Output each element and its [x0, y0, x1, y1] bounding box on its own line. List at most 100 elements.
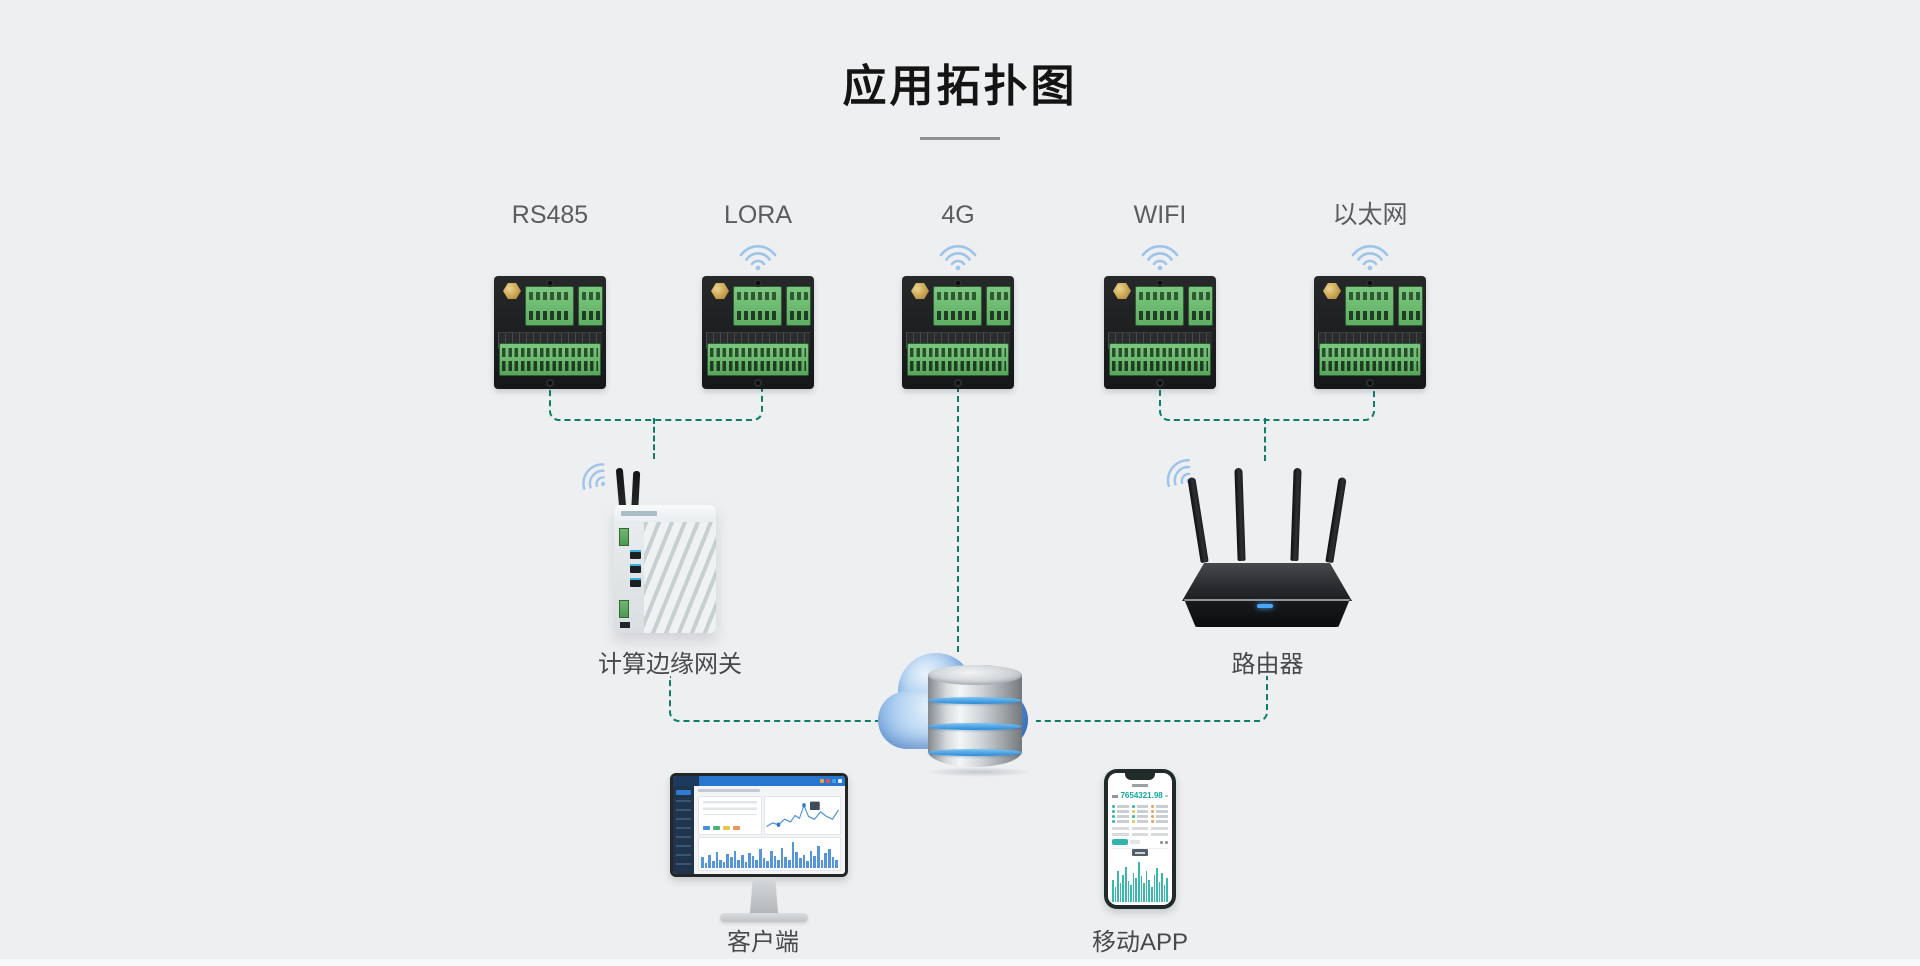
stats-row [1108, 825, 1172, 831]
terminal-block-bottom [1319, 343, 1421, 376]
cloud-database-node [878, 645, 1053, 780]
gateway-heatsink-fins [644, 522, 716, 633]
screw-top [1156, 279, 1164, 287]
terminal-block-top-left [525, 286, 574, 326]
database-band [928, 723, 1022, 730]
stats-row [1108, 831, 1172, 837]
device-label: WIFI [1133, 201, 1187, 229]
gateway-usb-port [620, 622, 630, 628]
antenna-connector [1323, 283, 1341, 299]
connector-stub-router [1264, 418, 1266, 461]
phone-screen: 7654321.98 [1108, 773, 1172, 905]
router-antenna-3 [1290, 467, 1302, 562]
device-node-4g: 4G [902, 200, 1014, 389]
router-label: 路由器 [1231, 651, 1304, 678]
device-node-wifi: WIFI [1104, 200, 1216, 389]
mobile-app-node: 7654321.98 [1104, 769, 1184, 917]
bottom-strip [0, 959, 1920, 966]
monitor-base [720, 913, 808, 922]
connector-bracket-right [1159, 386, 1375, 421]
client-node [670, 773, 860, 923]
database-shadow [924, 767, 1034, 777]
screw-bottom [954, 379, 962, 387]
terminal-block-top-right [1398, 286, 1423, 326]
gateway-ethernet-port [630, 550, 641, 559]
phone-frame: 7654321.98 [1104, 769, 1176, 909]
monitor-frame [670, 773, 848, 877]
device-node-rs485: RS485 [494, 200, 606, 389]
database-segment [928, 701, 1022, 727]
screw-top [754, 279, 762, 287]
io-module-device [1104, 276, 1216, 389]
device-label: 以太网 [1332, 201, 1408, 229]
screw-top [1366, 279, 1374, 287]
screen-topbar [673, 776, 845, 786]
phone-bar-chart-panel [1112, 848, 1169, 902]
router-front-face [1184, 599, 1350, 627]
router-top-face [1182, 563, 1352, 601]
io-module-device [494, 276, 606, 389]
io-module-device [702, 276, 814, 389]
terminal-block-top-left [1345, 286, 1394, 326]
connector-gateway-to-cloud [669, 676, 889, 722]
window-control-dots [820, 779, 842, 783]
phone-bar-chart [1112, 852, 1169, 902]
app-header [1108, 782, 1172, 789]
screen-breadcrumb [698, 789, 760, 792]
terminal-block-bottom [907, 343, 1009, 376]
wifi-signal-icon [1351, 245, 1389, 271]
toolbar-icons [1160, 840, 1168, 844]
screw-bottom [1156, 379, 1164, 387]
wifi-slot-empty [494, 234, 606, 276]
database-stack [928, 665, 1022, 769]
gateway-body [614, 505, 716, 633]
terminal-block-top-left [733, 286, 782, 326]
antenna-connector [711, 283, 729, 299]
device-label: 4G [941, 201, 975, 229]
screw-bottom [1366, 379, 1374, 387]
metric-value: 7654321.98 [1120, 791, 1163, 800]
screw-bottom [754, 379, 762, 387]
wifi-signal-icon [1141, 245, 1179, 271]
database-band [928, 749, 1022, 756]
primary-button [1112, 839, 1128, 845]
connector-4g-to-cloud [957, 386, 959, 652]
chart-tooltip [1132, 849, 1148, 856]
database-band [928, 697, 1022, 704]
router-led [1257, 604, 1273, 608]
gateway-terminal-port [619, 528, 629, 546]
gateway-label: 计算边缘网关 [598, 651, 742, 678]
io-module-device [1314, 276, 1426, 389]
stats-grid [1108, 803, 1172, 825]
router-node [1166, 455, 1355, 670]
terminal-block-top-left [1135, 286, 1184, 326]
page-title: 应用拓扑图 [842, 62, 1078, 111]
secondary-button [1130, 840, 1140, 844]
gateway-brand-strip [621, 511, 657, 516]
database-segment [928, 727, 1022, 753]
status-chips [703, 826, 740, 830]
line-chart [766, 801, 839, 828]
action-row [1108, 837, 1172, 847]
antenna-connector [503, 283, 521, 299]
connector-bracket-left [549, 386, 763, 421]
screw-top [954, 279, 962, 287]
gateway-ethernet-port [630, 578, 641, 587]
title-underline [920, 137, 1000, 140]
edge-gateway-node [580, 455, 760, 670]
device-label: LORA [723, 201, 793, 229]
device-label: RS485 [511, 201, 589, 229]
wifi-signal-icon [567, 450, 622, 506]
gateway-terminal-port [619, 600, 629, 618]
terminal-block-top-right [786, 286, 811, 326]
form-panel [698, 796, 762, 835]
antenna-connector [911, 283, 929, 299]
terminal-block-bottom [499, 343, 601, 376]
screen-sidebar [673, 786, 694, 874]
monitor-screen [673, 776, 845, 874]
connector-stub-gateway [653, 418, 655, 459]
terminal-block-top-right [986, 286, 1011, 326]
wifi-signal-icon [739, 245, 777, 271]
terminal-block-bottom [707, 343, 809, 376]
